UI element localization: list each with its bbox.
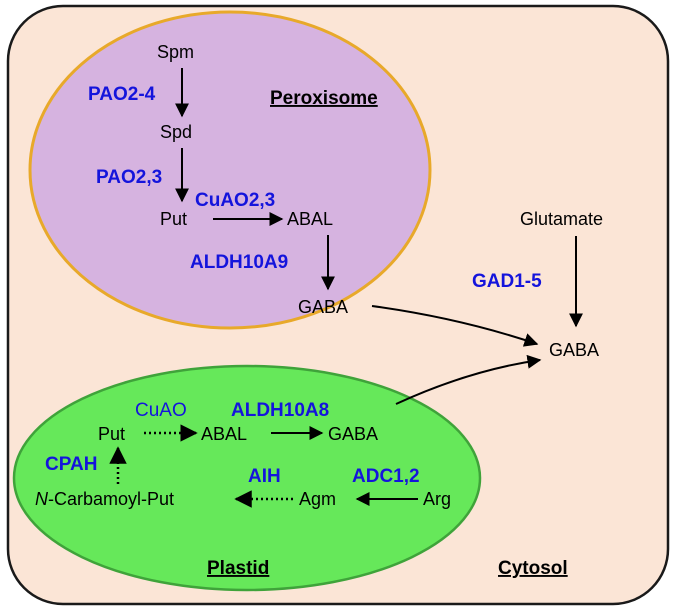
enzyme-cpah: CPAH: [45, 454, 97, 475]
spd-label: Spd: [160, 122, 192, 142]
agm-label: Agm: [299, 489, 336, 509]
enzyme-aih: AIH: [248, 466, 281, 487]
peroxisome-compartment: [28, 10, 432, 330]
put-label-peroxisome: Put: [160, 209, 187, 229]
plastid-gaba-export-arrow: [395, 354, 542, 405]
abal-label-plastid: ABAL: [201, 424, 247, 444]
enzyme-cuao: CuAO: [135, 400, 187, 421]
n-carbamoyl-put-label: N-Carbamoyl-Put: [35, 489, 174, 509]
cytosol-title: Cytosol: [498, 558, 568, 579]
glutamate-label: Glutamate: [520, 209, 603, 229]
plastid-title: Plastid: [207, 558, 269, 579]
abal-label-peroxisome: ABAL: [287, 209, 333, 229]
spm-label: Spm: [157, 42, 194, 62]
plastid-compartment: [12, 364, 482, 592]
gaba-label-peroxisome: GABA: [298, 297, 348, 317]
gaba-label-plastid: GABA: [328, 424, 378, 444]
n-carbamoyl-rest: -Carbamoyl-Put: [48, 489, 174, 509]
arg-label: Arg: [423, 489, 451, 509]
enzyme-pao23: PAO2,3: [96, 167, 162, 188]
enzyme-adc12: ADC1,2: [352, 466, 420, 487]
put-label-plastid: Put: [98, 424, 125, 444]
gaba-label-cytosol: GABA: [549, 340, 599, 360]
enzyme-aldh10a9: ALDH10A9: [190, 252, 288, 273]
enzyme-cuao23: CuAO2,3: [195, 190, 275, 211]
enzyme-pao24: PAO2-4: [88, 84, 156, 105]
peroxisome-gaba-export-arrow: [371, 305, 539, 347]
n-carbamoyl-italic: N: [35, 489, 49, 509]
peroxisome-title: Peroxisome: [270, 88, 378, 109]
enzyme-gad15: GAD1-5: [472, 271, 542, 292]
enzyme-aldh10a8: ALDH10A8: [231, 400, 329, 421]
